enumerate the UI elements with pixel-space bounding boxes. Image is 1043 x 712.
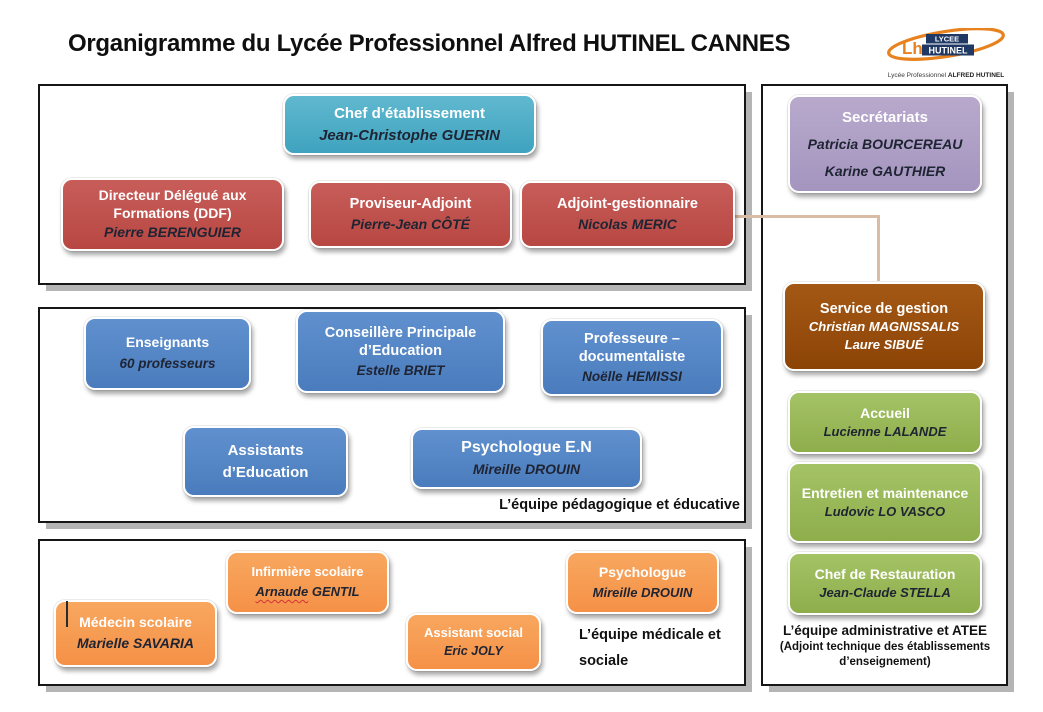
caption-equipe-medicale: L’équipe médicale et sociale [579,627,721,670]
node-person: Arnaude GENTIL [255,584,359,601]
node-psychologue: Psychologue Mireille DROUIN [566,551,719,614]
misspelled-word: Arnaude [255,584,309,599]
node-title: Psychologue [598,563,687,580]
node-medecin-scolaire: Médecin scolaire Marielle SAVARIA [54,600,217,667]
node-title: Adjoint-gestionnaire [557,195,698,212]
node-psychologue-en: Psychologue E.N Mireille DROUIN [411,428,642,489]
node-person: Noëlle HEMISSI [582,368,682,384]
connector-horizontal [733,215,880,218]
node-person: Ludovic LO VASCO [824,503,946,519]
node-title: Proviseur-Adjoint [349,195,472,212]
node-person: Mireille DROUIN [472,461,581,478]
school-logo-icon: Lh LYCEE HUTINEL [887,27,1005,61]
node-assistants-education: Assistants d’Education [183,426,348,497]
node-detail: 60 professeurs [119,356,216,372]
node-person: Christian MAGNISSALIS [808,319,960,335]
node-adjoint-gestionnaire: Adjoint-gestionnaire Nicolas MERIC [520,181,735,248]
node-title: Médecin scolaire [79,614,192,631]
node-proviseur-adjoint: Proviseur-Adjoint Pierre-Jean CÔTÉ [309,181,512,248]
node-title: Chef de Restauration [814,565,956,582]
node-person: Marielle SAVARIA [77,635,194,651]
logo-caption: Lycée Professionnel ALFRED HUTINEL [882,72,1010,79]
node-title: Service de gestion [819,300,949,317]
logo-monogram: Lh [902,39,923,58]
caption-equipe-administrative: L’équipe administrative et ATEE (Adjoint… [764,623,1006,670]
node-title: Accueil [860,404,910,421]
node-person: Pierre-Jean CÔTÉ [350,216,471,233]
node-entretien-maintenance: Entretien et maintenance Ludovic LO VASC… [788,462,982,543]
school-logo: Lh LYCEE HUTINEL Lycée Professionnel ALF… [882,27,1010,79]
node-title: Assistants d’Education [222,441,309,481]
node-person-lastname: GENTIL [311,584,360,599]
node-infirmiere-scolaire: Infirmière scolaire Arnaude GENTIL [226,551,389,614]
node-person: Patricia BOURCEREAU [807,135,963,152]
caption-admin-line1: L’équipe administrative et ATEE [782,623,988,638]
node-title: Secrétariats [842,108,928,126]
caption-admin-line2: (Adjoint technique des établissements d’… [779,641,991,668]
caption-equipe-pedagogique: L’équipe pédagogique et éducative [499,497,740,513]
node-person: Jean-Claude STELLA [819,584,951,600]
node-title: Conseillère Principale d’Education [324,324,477,360]
node-title: Directeur Délégué aux Formations (DDF) [98,187,247,222]
node-person: Lucienne LALANDE [823,423,947,439]
node-title: Entretien et maintenance [801,484,969,501]
text-cursor [66,601,68,627]
node-chef-restauration: Chef de Restauration Jean-Claude STELLA [788,552,982,615]
node-accueil: Accueil Lucienne LALANDE [788,391,982,454]
node-person: Pierre BERENGUIER [104,223,241,240]
node-person: Jean-Christophe GUERIN [319,127,500,144]
node-person: Eric JOLY [444,643,503,658]
logo-caption-bold: ALFRED HUTINEL [947,72,1005,79]
node-person: Estelle BRIET [356,362,445,378]
node-conseillere-principale-education: Conseillère Principale d’Education Estel… [296,310,505,393]
connector-vertical [877,215,880,281]
node-enseignants: Enseignants 60 professeurs [84,317,251,390]
node-title: Chef d’établissement [334,104,485,122]
node-title: Infirmière scolaire [251,564,364,580]
node-title: Enseignants [125,334,210,351]
logo-word-hutinel: HUTINEL [929,46,968,56]
node-person: Karine GAUTHIER [824,162,946,179]
node-professeure-documentaliste: Professeure – documentaliste Noëlle HEMI… [541,319,723,396]
node-assistant-social: Assistant social Eric JOLY [406,613,541,671]
node-title: Assistant social [424,625,523,641]
node-chef-etablissement: Chef d’établissement Jean-Christophe GUE… [283,94,536,155]
logo-caption-normal: Lycée Professionnel [887,72,948,79]
page-title: Organigramme du Lycée Professionnel Alfr… [68,30,791,57]
node-secretariats: Secrétariats Patricia BOURCEREAU Karine … [788,95,982,193]
node-person: Mireille DROUIN [592,584,693,600]
node-person: Nicolas MERIC [578,216,677,233]
node-title: Professeure – documentaliste [578,330,686,366]
node-person: Laure SIBUÉ [844,336,924,352]
logo-word-lycee: LYCEE [935,35,959,44]
node-service-de-gestion: Service de gestion Christian MAGNISSALIS… [783,282,985,371]
node-directeur-delegue-formations: Directeur Délégué aux Formations (DDF) P… [61,178,284,251]
node-title: Psychologue E.N [461,438,592,456]
